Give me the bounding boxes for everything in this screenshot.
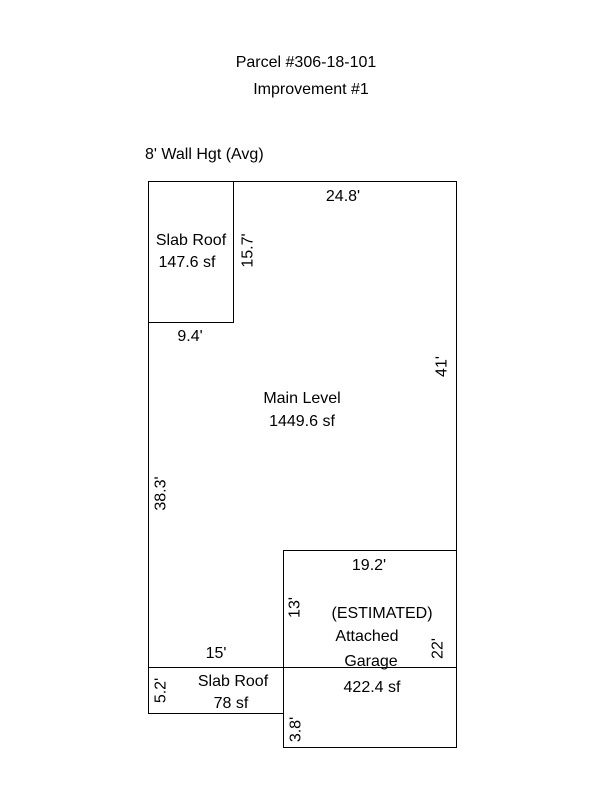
dim-right: 41' xyxy=(433,356,451,377)
dim-slab-bottom-top: 15' xyxy=(205,645,227,662)
dim-garage-right: 22' xyxy=(429,638,447,659)
dim-left: 38.3' xyxy=(152,476,170,511)
dim-slab-bottom-left: 5.2' xyxy=(152,677,170,704)
wall-height-label: 8' Wall Hgt (Avg) xyxy=(145,146,264,163)
dim-top: 24.8' xyxy=(325,188,361,205)
main-level-name: Main Level xyxy=(263,390,341,407)
garage-outline xyxy=(283,550,457,748)
slab-roof-bottom-name: Slab Roof xyxy=(197,673,269,690)
slab-roof-top-outline xyxy=(148,181,234,323)
slab-roof-bottom-area: 78 sf xyxy=(213,695,249,712)
parcel-title: Parcel #306-18-101 xyxy=(235,54,377,71)
dim-garage-left: 13' xyxy=(286,597,304,618)
slab-roof-top-name: Slab Roof xyxy=(155,232,227,249)
main-level-outline xyxy=(148,181,457,668)
garage-area: 422.4 sf xyxy=(343,679,401,696)
garage-name-1: Attached xyxy=(335,628,399,645)
improvement-title: Improvement #1 xyxy=(253,81,369,98)
dim-garage-top: 19.2' xyxy=(351,557,387,574)
slab-roof-bottom-outline xyxy=(148,667,284,714)
slab-roof-top-area: 147.6 sf xyxy=(158,254,216,271)
main-level-area: 1449.6 sf xyxy=(269,413,335,430)
dim-slab-top-width: 9.4' xyxy=(177,328,203,345)
garage-note: (ESTIMATED) xyxy=(331,605,433,622)
dim-slab-top-height: 15.7' xyxy=(239,233,257,268)
garage-name-2: Garage xyxy=(344,653,398,670)
dim-garage-bottom-left: 3.8' xyxy=(287,716,305,743)
